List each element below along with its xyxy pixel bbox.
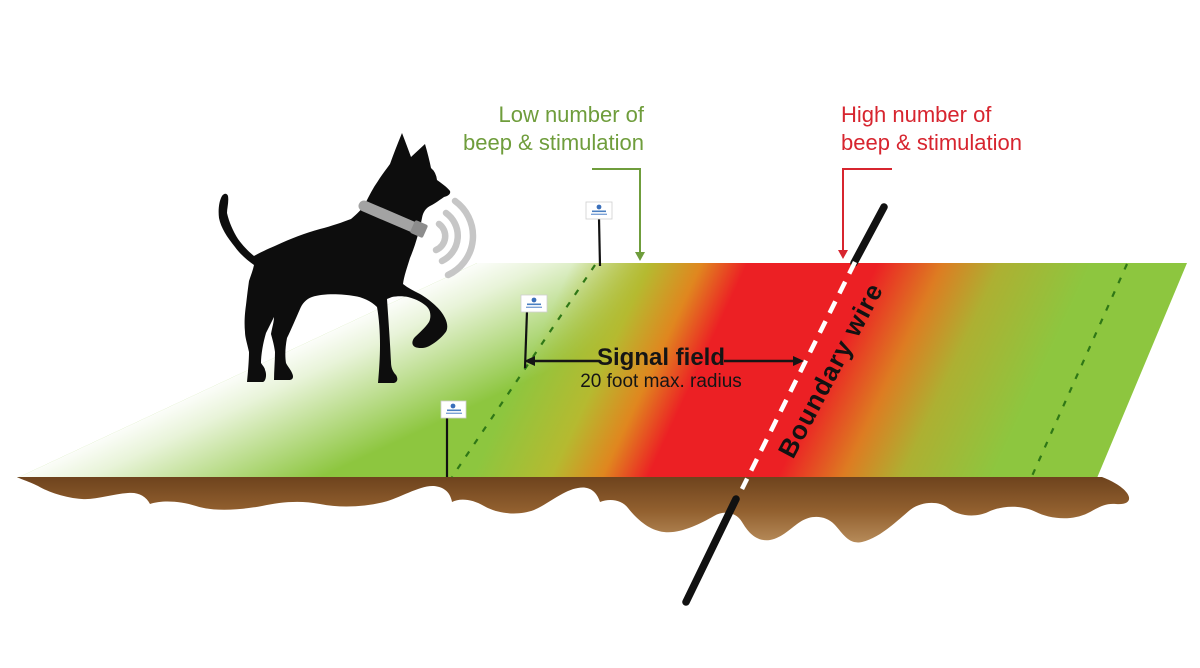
high-stimulation-line2: beep & stimulation — [841, 130, 1022, 155]
signal-waves-icon — [432, 197, 477, 279]
soil-icon — [17, 477, 1130, 543]
low-stimulation-label: Low number of beep & stimulation — [384, 101, 644, 157]
dog-silhouette-icon — [218, 133, 451, 383]
boundary-flag-icon — [520, 294, 548, 369]
signal-field-title: Signal field — [596, 344, 725, 371]
low-stimulation-line1: Low number of — [498, 102, 644, 127]
dashed-limit-line-right — [1030, 263, 1129, 477]
low-stimulation-line2: beep & stimulation — [463, 130, 644, 155]
boundary-flag-icon — [440, 400, 467, 477]
high-label-connector — [838, 168, 892, 259]
collar-icon — [358, 200, 428, 238]
boundary-wire-line-bottom — [682, 495, 740, 606]
signal-field-subtitle: 20 foot max. radius — [580, 371, 742, 392]
low-label-connector — [592, 168, 645, 261]
signal-field-label: Signal field 20 foot max. radius — [551, 345, 771, 393]
boundary-flag-icon — [585, 201, 613, 267]
high-stimulation-line1: High number of — [841, 102, 992, 127]
signal-field-arrows — [524, 356, 804, 366]
high-stimulation-label: High number of beep & stimulation — [841, 101, 1101, 157]
boundary-wire-line-top — [850, 203, 888, 267]
dashed-limit-line-left — [451, 264, 596, 478]
